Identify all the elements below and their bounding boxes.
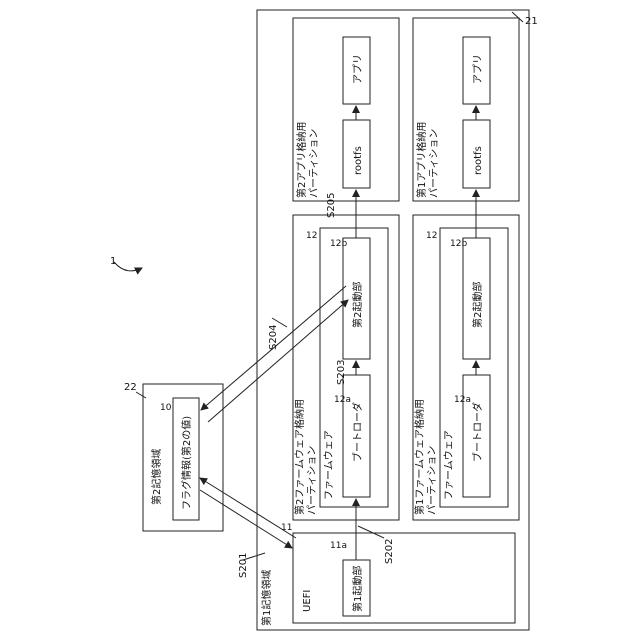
step-s203: S203 (336, 360, 347, 385)
ref-21: 21 (525, 16, 538, 27)
ref-11a: 11a (330, 541, 347, 551)
app-partition-2-title-2: パーティション (308, 129, 320, 198)
arrow-s201-read (200, 478, 296, 538)
ref-12b-left: 12b (330, 239, 347, 249)
fw-1-firmware-label: ファームウェア (443, 430, 455, 500)
ref-22: 22 (124, 382, 137, 393)
fw-2-boot-loader-label: ブートローダ (351, 402, 364, 462)
app-1-rootfs-label: rootfs (473, 146, 484, 175)
arrow-s201-return (200, 490, 292, 548)
ref-22-leader (136, 392, 146, 398)
fw-partition-1-title-2: パーティション (426, 446, 438, 515)
fw-1-second-boot-label: 第2起動部 (471, 282, 484, 328)
first-boot-label: 第1起動部 (351, 566, 364, 612)
step-s201: S201 (238, 553, 249, 578)
ref-1: 1 (110, 256, 116, 267)
app-2-app-label: アプリ (352, 54, 364, 84)
fw-partition-2-title-2: パーティション (306, 446, 318, 515)
ref-1-pointer (114, 262, 142, 271)
app-partition-1-title-2: パーティション (428, 129, 440, 198)
app-1-app-label: アプリ (472, 54, 484, 84)
fw-partition-2-title-1: 第2ファームウェア格納用 (293, 399, 306, 515)
ref-12a-right: 12a (454, 395, 471, 405)
fw-2-second-boot-label: 第2起動部 (351, 282, 364, 328)
step-s204: S204 (268, 325, 279, 350)
app-2-rootfs-label: rootfs (353, 146, 364, 175)
arrow-s204-write (208, 300, 348, 422)
first-storage-label: 第1記憶領域 (260, 570, 273, 626)
ref-12a-left: 12a (334, 395, 351, 405)
fw-partition-1-title-1: 第1ファームウェア格納用 (413, 399, 426, 515)
app-partition-2-title-1: 第2アプリ格納用 (295, 122, 308, 198)
uefi-box (293, 533, 515, 623)
fw-1-boot-loader-label: ブートローダ (471, 402, 484, 462)
ref-10: 10 (160, 403, 172, 413)
step-s205: S205 (326, 193, 337, 218)
ref-12b-right: 12b (450, 239, 467, 249)
ref-21-leader (512, 12, 523, 22)
step-s202-leader (358, 526, 384, 538)
fw-2-firmware-label: ファームウェア (323, 430, 335, 500)
ref-12-left: 12 (306, 231, 317, 241)
first-storage-area (257, 10, 529, 630)
uefi-label: UEFI (302, 590, 313, 612)
flag-info-label: フラグ情報(第2の値) (180, 416, 193, 510)
app-partition-1-title-1: 第1アプリ格納用 (415, 122, 428, 198)
ref-11: 11 (281, 523, 292, 533)
step-s202: S202 (384, 539, 395, 564)
second-storage-label: 第2記憶領域 (150, 449, 163, 505)
ref-12-right: 12 (426, 231, 437, 241)
